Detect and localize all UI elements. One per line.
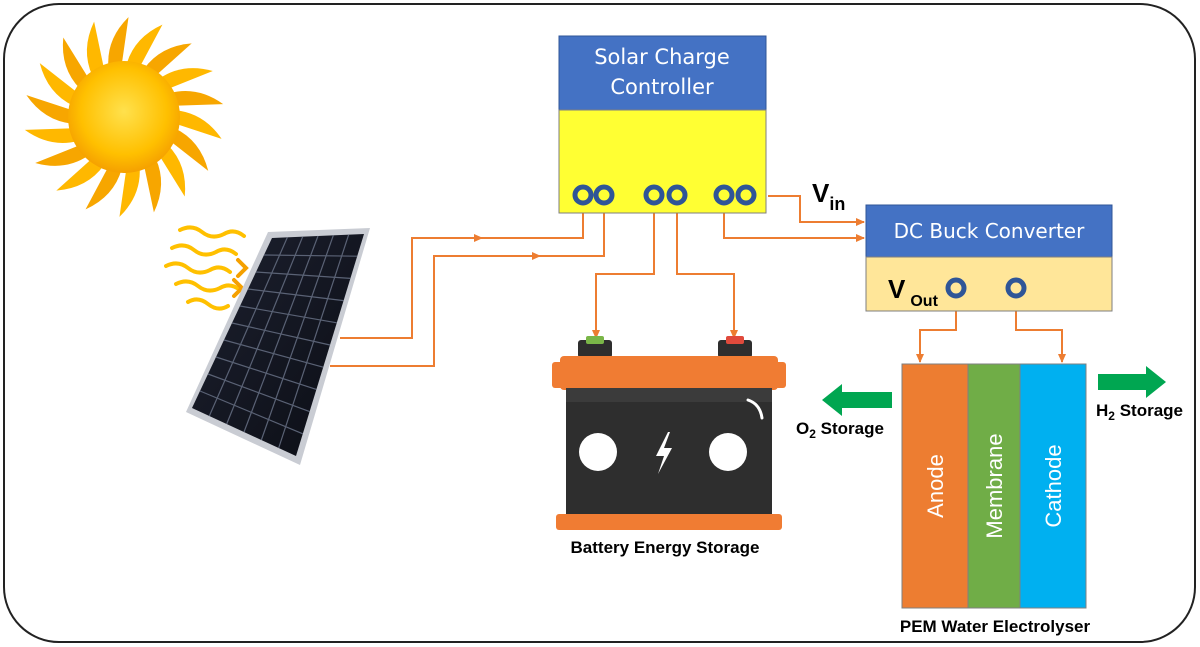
lightning-icon [656, 432, 672, 474]
controller-terminal [666, 184, 688, 206]
battery-icon [552, 336, 786, 530]
solar-charge-controller: Solar Charge Controller [558, 35, 767, 214]
h2-storage-label: H2 Storage [1096, 401, 1183, 423]
controller-terminal [593, 184, 615, 206]
membrane-layer [967, 363, 1021, 609]
controller-terminal [713, 184, 735, 206]
converter-terminal-negative [1005, 277, 1027, 299]
solar-panel-icon [186, 228, 370, 465]
h2-outflow-arrow-icon [1098, 366, 1166, 398]
o2-outflow-arrow-icon [822, 384, 892, 416]
anode-layer [901, 363, 969, 609]
vin-label: Vin [812, 178, 845, 214]
wiring [330, 195, 1066, 367]
sun-icon [24, 17, 224, 217]
controller-terminal [735, 184, 757, 206]
converter-title: DC Buck Converter [894, 219, 1085, 243]
cathode-label: Cathode [1041, 444, 1066, 527]
pem-electrolyser: Anode Membrane Cathode [901, 363, 1087, 609]
diagram-border [3, 3, 1196, 643]
controller-terminal [643, 184, 665, 206]
sunlight-waves-icon [164, 225, 249, 311]
cathode-layer [1019, 363, 1087, 609]
battery-caption: Battery Energy Storage [571, 538, 760, 557]
electrolyser-caption: PEM Water Electrolyser [900, 617, 1091, 636]
controller-terminal [572, 184, 594, 206]
membrane-label: Membrane [982, 433, 1007, 538]
controller-title-line1: Solar Charge [594, 45, 730, 69]
o2-storage-label: O2 Storage [796, 419, 884, 441]
converter-terminal-positive [945, 277, 967, 299]
controller-title-line2: Controller [610, 75, 714, 99]
anode-label: Anode [923, 454, 948, 518]
